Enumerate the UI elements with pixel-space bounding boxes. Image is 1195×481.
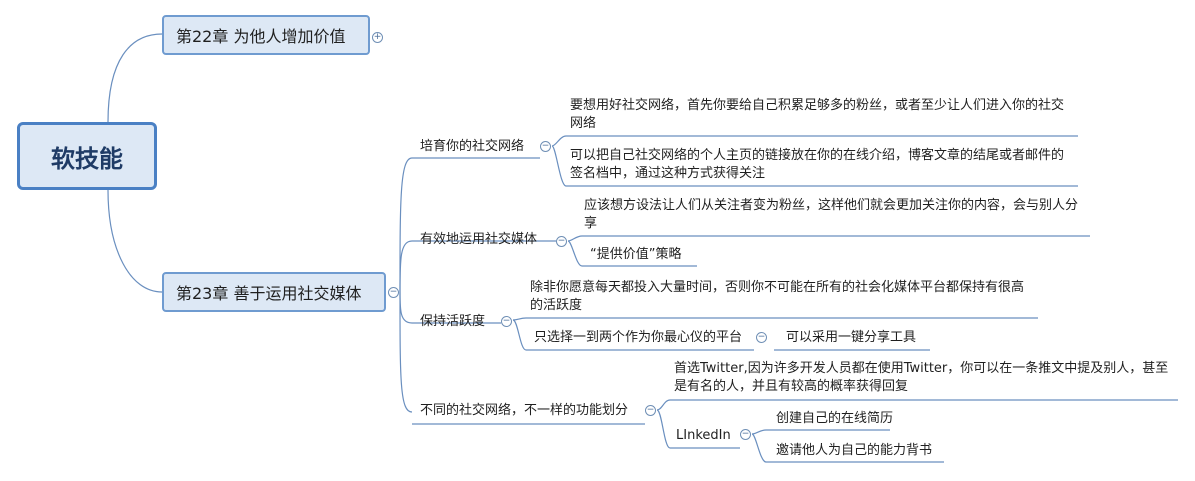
branch-cultivate-network[interactable]: 培育你的社交网络 <box>420 139 525 154</box>
branch-use-social-media[interactable]: 有效地运用社交媒体 <box>420 232 538 247</box>
note-twitter[interactable]: 首选Twitter,因为许多开发人员都在使用Twitter，你可以在一条推文中提… <box>674 361 1169 394</box>
collapse-icon[interactable]: − <box>756 332 767 343</box>
note-online-resume[interactable]: 创建自己的在线简历 <box>776 411 894 426</box>
branch-different-networks[interactable]: 不同的社交网络，不一样的功能划分 <box>420 403 629 418</box>
expand-icon[interactable]: + <box>372 32 383 43</box>
collapse-icon[interactable]: − <box>645 405 656 416</box>
note-pick-platforms[interactable]: 只选择一到两个作为你最心仪的平台 <box>534 330 743 345</box>
chapter-23-label: 第23章 善于运用社交媒体 <box>176 284 362 303</box>
collapse-icon[interactable]: − <box>540 141 551 152</box>
note-gather-followers[interactable]: 要想用好社交网络，首先你要给自己积累足够多的粉丝，或者至少让人们进入你的社交网络 <box>570 98 1065 131</box>
note-one-click-share[interactable]: 可以采用一键分享工具 <box>786 330 917 345</box>
collapse-icon[interactable]: − <box>740 429 751 440</box>
collapse-icon[interactable]: − <box>501 316 512 327</box>
note-endorsements[interactable]: 邀请他人为自己的能力背书 <box>776 443 933 458</box>
branch-stay-active[interactable]: 保持活跃度 <box>420 314 486 329</box>
note-time-investment[interactable]: 除非你愿意每天都投入大量时间，否则你不可能在所有的社会化媒体平台都保持有很高的活… <box>530 280 1025 313</box>
note-followers-to-fans[interactable]: 应该想方设法让人们从关注者变为粉丝，这样他们就会更加关注你的内容，会与别人分享 <box>584 198 1079 231</box>
chapter-23-topic[interactable]: 第23章 善于运用社交媒体 <box>162 272 386 312</box>
root-topic-label: 软技能 <box>51 144 123 173</box>
linkedin-topic[interactable]: LInkedIn <box>676 428 731 443</box>
collapse-icon[interactable]: − <box>556 236 567 247</box>
collapse-icon[interactable]: − <box>388 287 399 298</box>
note-provide-value[interactable]: “提供价值”策略 <box>590 247 682 262</box>
root-topic[interactable]: 软技能 <box>17 122 157 190</box>
chapter-22-topic[interactable]: 第22章 为他人增加价值 <box>162 15 370 55</box>
chapter-22-label: 第22章 为他人增加价值 <box>176 27 346 46</box>
note-profile-link[interactable]: 可以把自己社交网络的个人主页的链接放在你的在线介绍，博客文章的结尾或者邮件的签名… <box>570 148 1065 181</box>
